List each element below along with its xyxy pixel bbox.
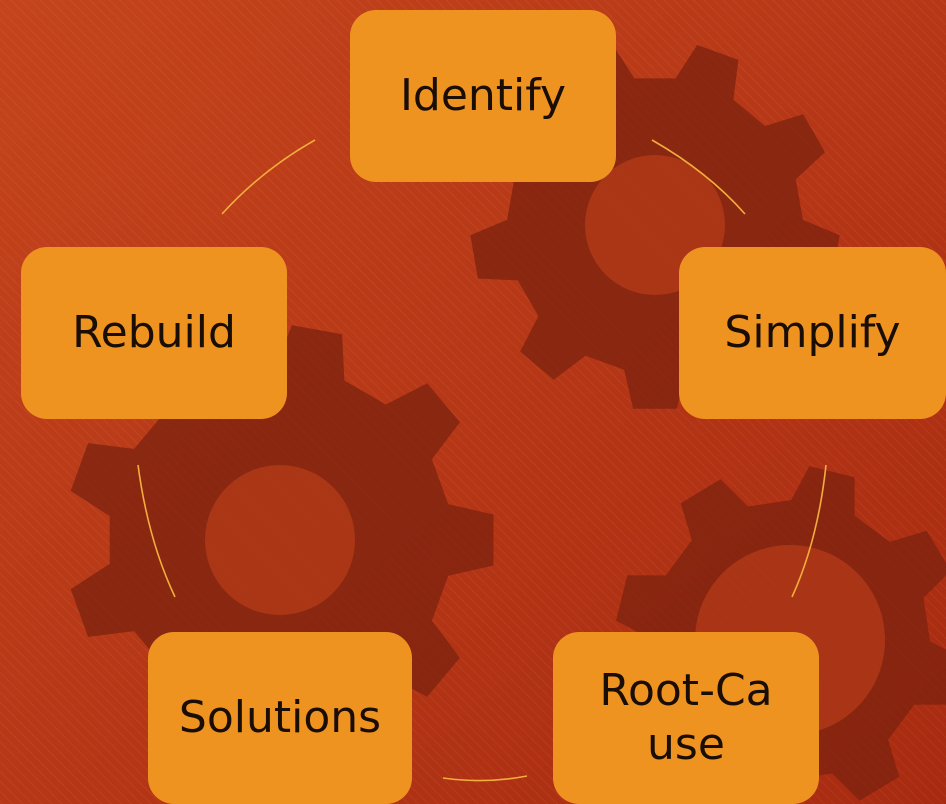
step-root-cause: Root-Cause: [553, 632, 819, 804]
step-rebuild: Rebuild: [21, 247, 287, 419]
step-rebuild-label: Rebuild: [72, 307, 236, 359]
connector-rebuild-identify: [221, 139, 316, 215]
step-simplify: Simplify: [679, 247, 946, 419]
connector-solutions-rebuild: [137, 464, 176, 598]
cycle-connectors: [137, 139, 827, 782]
connector-rootcause-solutions: [442, 775, 528, 782]
connector-simplify-rootcause: [791, 464, 827, 598]
step-solutions: Solutions: [148, 632, 412, 804]
step-root-cause-label: Root-Cause: [599, 665, 773, 770]
connector-identify-simplify: [651, 139, 746, 215]
step-identify-label: Identify: [399, 70, 567, 122]
step-simplify-label: Simplify: [724, 307, 901, 359]
step-identify: Identify: [350, 10, 616, 182]
step-solutions-label: Solutions: [178, 692, 382, 744]
gear-left-hub: [205, 465, 355, 615]
